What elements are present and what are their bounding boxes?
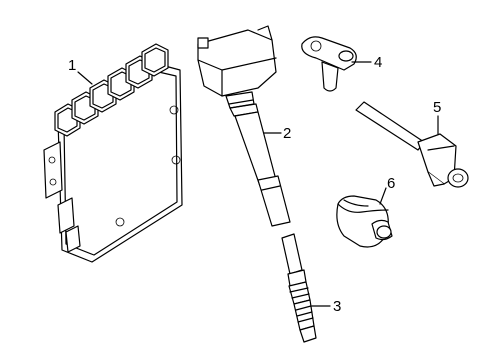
callout-4: 4	[374, 54, 382, 71]
leader-line-6	[379, 187, 387, 205]
callout-3: 3	[333, 298, 341, 315]
camshaft-position-sensor	[301, 36, 357, 92]
callout-5: 5	[433, 99, 441, 116]
leader-line-1	[77, 71, 93, 85]
spark-plug	[281, 233, 317, 343]
callout-6: 6	[387, 175, 395, 192]
knock-sensor	[355, 101, 469, 188]
callout-2: 2	[283, 125, 291, 142]
ignition-coil	[197, 25, 291, 227]
callout-1: 1	[68, 57, 76, 74]
engine-control-module	[43, 43, 183, 263]
crankshaft-position-sensor	[336, 195, 393, 248]
